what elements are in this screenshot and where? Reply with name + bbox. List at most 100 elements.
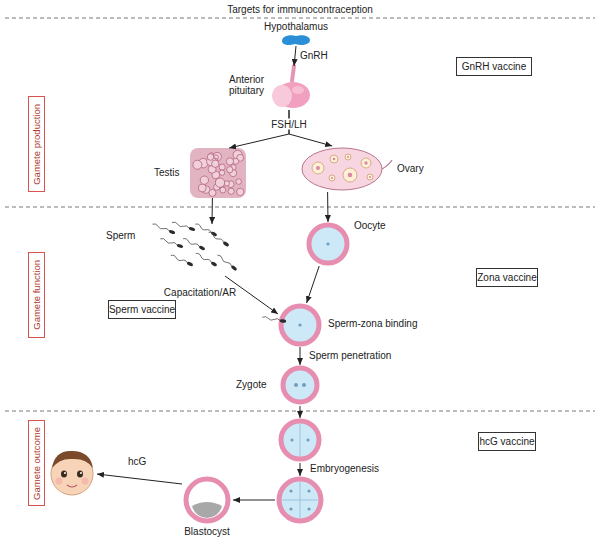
nucleus-dot [298, 323, 301, 326]
tubule [219, 164, 225, 170]
node-label: Zygote [236, 379, 267, 390]
flow-arrow [294, 46, 296, 66]
baby-cheek [82, 478, 89, 485]
flow-arrow [212, 198, 213, 224]
sperm-head [230, 265, 237, 272]
stage-label: Gamete production [31, 104, 42, 185]
sperm-head [198, 245, 205, 251]
stage-label: Gamete outcome [31, 427, 42, 500]
testis-node: Testis [190, 148, 246, 198]
sperm-tail [262, 316, 280, 322]
binding-node: Sperm-zona binding [278, 303, 322, 347]
node-label: Anterior pituitary [210, 74, 264, 96]
stage-label: Gamete function [31, 260, 42, 330]
section-divider [5, 411, 595, 412]
follicle-oocyte [364, 161, 367, 164]
sperm-head [186, 261, 193, 267]
cell-ring [186, 479, 228, 521]
tubule [227, 167, 233, 173]
oocyte-node: Oocyte [306, 222, 350, 266]
ovary-tip [382, 160, 392, 169]
follicle [361, 158, 371, 168]
pronucleus [294, 383, 298, 387]
follicle [330, 155, 338, 163]
vaccine-label: GnRH vaccine [462, 61, 526, 72]
sperm-tail [208, 231, 224, 243]
cleavage-line [300, 482, 301, 518]
sperm-cell [172, 221, 196, 232]
cell-ring [283, 368, 317, 402]
inner-cell-mass [192, 502, 222, 518]
eye-highlight [80, 472, 82, 474]
follicle-oocyte [331, 177, 333, 179]
node-shape [268, 66, 310, 110]
sperm-cell [170, 254, 193, 267]
annotation: Embryogenesis [310, 463, 379, 474]
sperm-cell [160, 237, 184, 248]
tubule [219, 170, 224, 175]
node-shape [280, 365, 320, 405]
sperm-tail [195, 252, 212, 263]
node-shape [300, 146, 392, 192]
section-divider [5, 207, 595, 208]
sperm-tail [152, 223, 170, 232]
tubule [220, 187, 226, 193]
baby-cheek [56, 478, 63, 485]
tubule [212, 160, 219, 167]
pituitary-stalk [292, 66, 294, 81]
nucleus-dot [289, 489, 292, 492]
follicle-oocyte [333, 158, 336, 161]
vaccine-box: GnRH vaccine [456, 57, 532, 76]
tubule [193, 160, 202, 169]
follicle [345, 154, 351, 160]
sperm-head [176, 243, 183, 248]
follicle-oocyte [316, 166, 320, 170]
stage-box: Gamete function [28, 252, 45, 338]
node-shape [183, 476, 231, 524]
sperm-cell [195, 252, 218, 267]
node-label: Sperm [106, 230, 135, 241]
node-shape [281, 34, 311, 46]
sperm-head [168, 229, 175, 235]
flow-arrow [233, 500, 275, 501]
follicle [367, 174, 373, 180]
follicle-oocyte [369, 176, 371, 178]
node-label: Oocyte [354, 220, 386, 231]
tubule [200, 176, 208, 184]
pituitary-lobe [272, 85, 292, 107]
flow-arrow [300, 463, 301, 476]
vaccine-label: Zona vaccine [477, 272, 536, 283]
flow-arrow [300, 347, 301, 365]
vaccine-label: hcG vaccine [479, 436, 534, 447]
edge-label: GnRH [300, 50, 328, 61]
nucleus-dot [326, 242, 329, 245]
ovary-outline [302, 148, 382, 190]
diagram-title: Targets for immunocontraception [0, 4, 600, 15]
node-label: Sperm-zona binding [328, 318, 418, 329]
node-shape [140, 224, 240, 276]
tubule [236, 179, 242, 185]
edge-label: Capacitation/AR [164, 287, 236, 298]
cell-ring [281, 306, 319, 344]
sperm-tail [183, 238, 200, 248]
sperm-head [188, 226, 195, 231]
annotation: hcG [128, 456, 146, 467]
follicle-oocyte [347, 156, 349, 158]
flow-arrow [327, 192, 328, 222]
node-label: Ovary [397, 163, 424, 174]
section-divider [5, 18, 595, 19]
node-shape [306, 222, 350, 266]
cleavage-line [282, 500, 318, 501]
cell-ring [309, 225, 347, 263]
flow-arrow [300, 406, 301, 418]
follicle-oocyte [348, 173, 353, 178]
tubule [226, 158, 233, 165]
sperm-head [210, 261, 217, 267]
flow-arrow [307, 266, 320, 303]
tubule [198, 184, 206, 192]
nucleus-dot [307, 489, 310, 492]
four-cell-embryo [279, 479, 321, 521]
tubule [228, 188, 234, 194]
testis-tissue [190, 148, 246, 198]
